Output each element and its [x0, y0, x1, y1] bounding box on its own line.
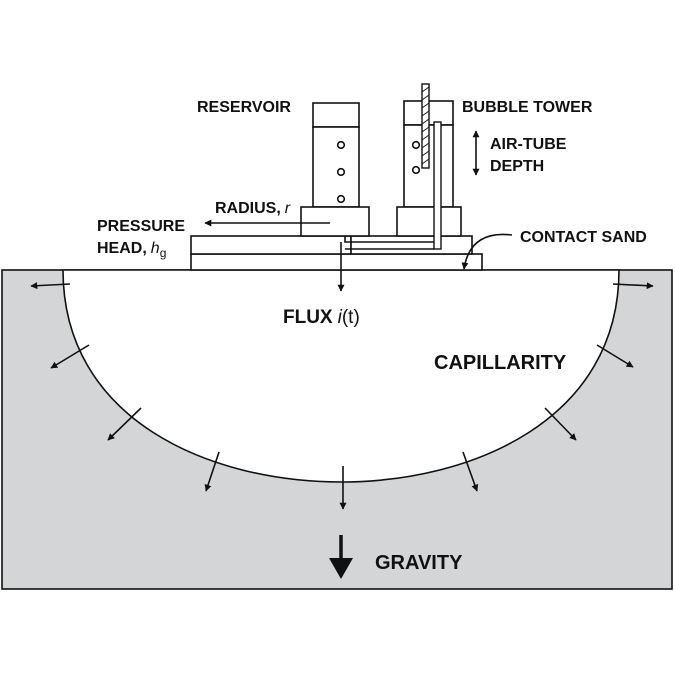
radius-symbol: r: [285, 200, 291, 217]
bubble-tower-base: [396, 206, 462, 237]
tower-bubble: [411, 165, 421, 175]
reservoir-cap: [312, 102, 360, 128]
head-symbol: h: [151, 240, 160, 257]
radius-label: RADIUS,r: [215, 200, 291, 217]
tower-bubble: [411, 140, 421, 150]
gravity-arrow: [462, 451, 479, 492]
gravity-main-arrowhead: [329, 558, 353, 579]
reservoir-bubble: [336, 167, 346, 177]
head-subscript: g: [160, 246, 167, 260]
depth-label: DEPTH: [490, 158, 544, 175]
pressure-label: PRESSURE: [97, 218, 185, 235]
reservoir-bubble: [336, 194, 346, 204]
bubble-tower-label: BUBBLE TOWER: [462, 99, 593, 116]
head-label: HEAD,hg: [97, 240, 166, 260]
capillarity-label: CAPILLARITY: [434, 352, 567, 374]
flux-text: FLUX: [283, 307, 333, 328]
tower-plate: [350, 235, 473, 255]
head-text: HEAD,: [97, 240, 147, 257]
capillarity-arrow: [107, 407, 142, 441]
air-tube: [433, 121, 442, 250]
base-plate: [190, 253, 483, 271]
capillarity-arrow: [612, 282, 654, 290]
rod-hatch: [421, 86, 430, 165]
capillarity-arrow: [544, 407, 577, 441]
reservoir-bubble: [336, 140, 346, 150]
capillarity-arrow: [596, 344, 634, 368]
gravity-arrow: [204, 451, 220, 492]
radius-text: RADIUS,: [215, 200, 281, 217]
reservoir-base: [300, 206, 370, 237]
reservoir-label: RESERVOIR: [197, 99, 291, 116]
connecting-pipe: [344, 236, 434, 250]
pressure-plate: [190, 235, 352, 255]
air-tube-label: AIR-TUBE: [490, 136, 567, 153]
flux-symbol: i: [338, 307, 343, 328]
capillarity-arrow: [30, 282, 71, 290]
gravity-label: GRAVITY: [375, 552, 463, 574]
reservoir-tube: [312, 126, 360, 208]
capillarity-arrow: [50, 344, 90, 369]
flux-argument: (t): [342, 307, 360, 328]
wetted-bulb: [62, 269, 620, 483]
contact-sand-leader: [461, 233, 513, 270]
air-tube-rod: [421, 83, 430, 169]
contact-sand-label: CONTACT SAND: [520, 229, 647, 246]
